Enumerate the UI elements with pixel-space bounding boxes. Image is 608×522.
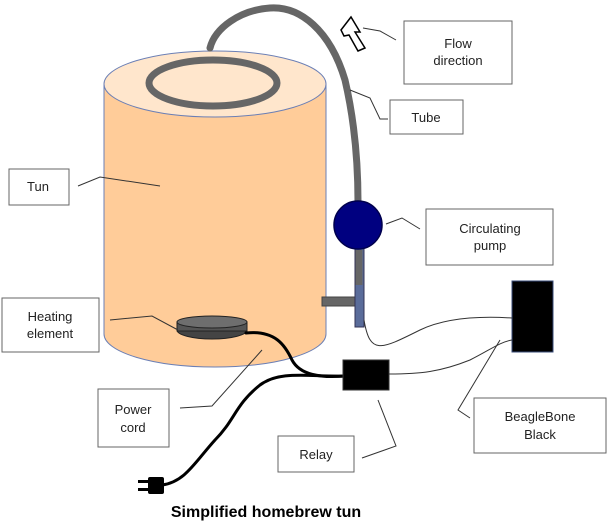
power-cord-label-1: Power [115, 402, 153, 417]
diagram-caption: Simplified homebrew tun [171, 504, 361, 521]
tube-leader [349, 89, 388, 120]
tun-label: Tun [27, 179, 49, 194]
tun-body [103, 83, 327, 368]
relay-leader [361, 399, 397, 459]
tun-box [8, 168, 70, 206]
relay-device [342, 359, 390, 391]
pump-wire [363, 316, 513, 347]
circulating-pump-label-1: Circulating [459, 221, 520, 236]
power-cord-leader [179, 349, 263, 409]
flow-direction-label-2: direction [433, 53, 482, 68]
beaglebone-label-2: Black [524, 427, 556, 442]
beaglebone-label-1: BeagleBone [505, 409, 576, 424]
flow-direction-label-1: Flow [444, 36, 472, 51]
plug-icon [138, 477, 164, 494]
tube [206, 4, 362, 206]
heating-element-leader [109, 315, 179, 331]
heating-element-box [1, 297, 100, 353]
power-cord [160, 373, 347, 487]
tube-box [389, 99, 464, 135]
beaglebone-box [473, 397, 607, 454]
beaglebone-device [511, 280, 554, 353]
power-cord-label-2: cord [120, 420, 145, 435]
flow-direction-box [403, 20, 513, 85]
heating-element-label-1: Heating [28, 309, 73, 324]
circulating-pump-leader [385, 217, 421, 230]
relay-box [277, 435, 355, 473]
outlet-pipe [321, 296, 361, 307]
beaglebone-leader [457, 339, 501, 419]
coil-ring [145, 56, 281, 110]
circulating-pump-box [425, 208, 554, 266]
circulating-pump-label-2: pump [474, 238, 507, 253]
relay-wire [388, 339, 513, 375]
flow-direction-arrow-icon [340, 15, 367, 52]
heating-element-label-2: element [27, 326, 74, 341]
circulating-pump [333, 200, 383, 250]
tun-leader [77, 176, 161, 187]
power-cord-box [97, 388, 170, 448]
heating-element-top [176, 315, 248, 329]
tube-label: Tube [411, 110, 440, 125]
relay-label: Relay [299, 447, 333, 462]
flow-direction-leader [362, 27, 397, 41]
